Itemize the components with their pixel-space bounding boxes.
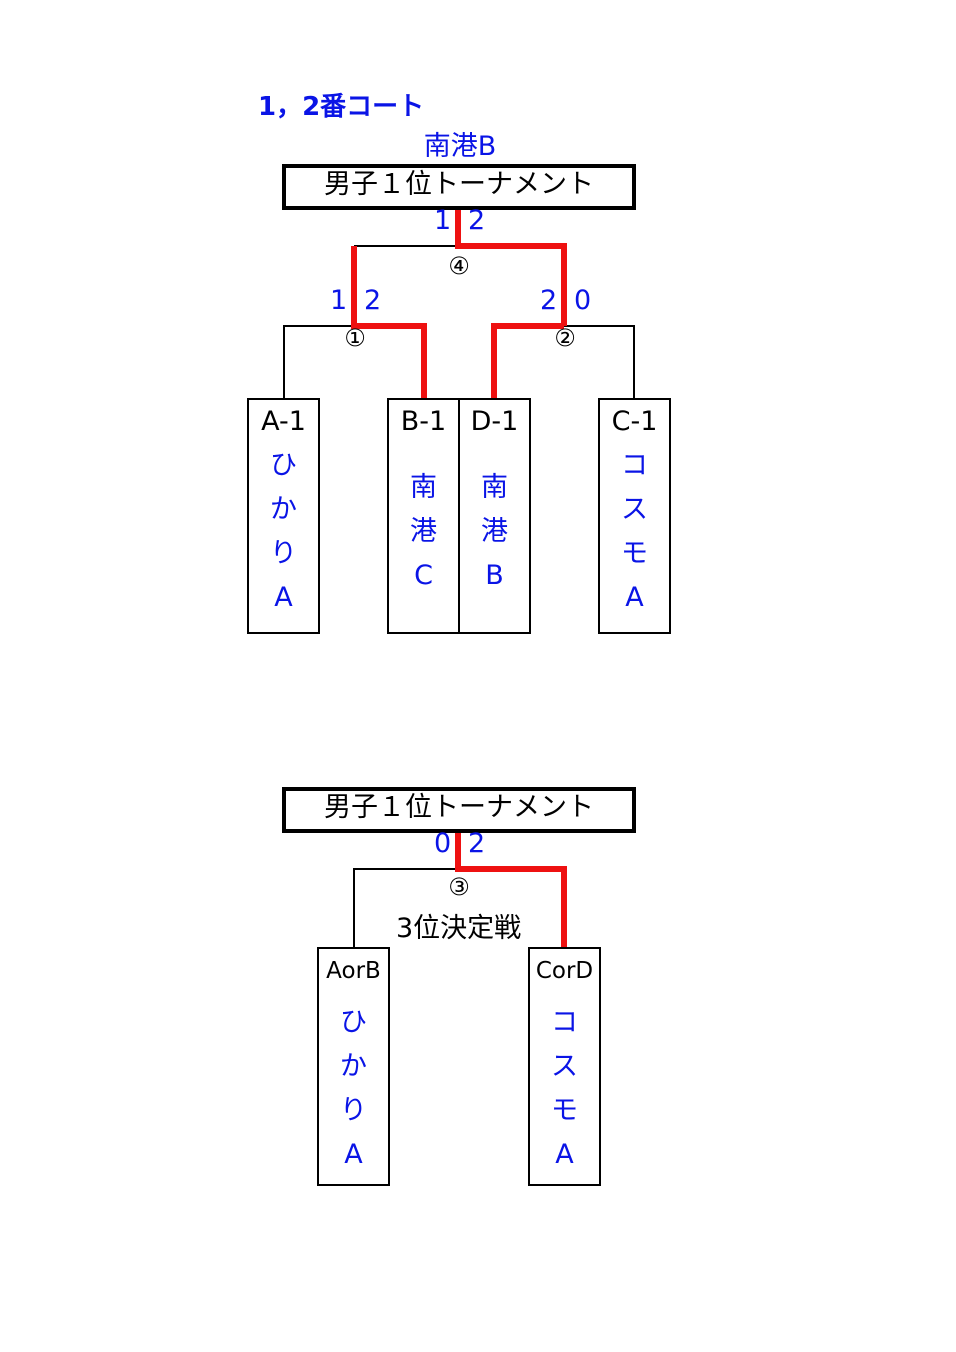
team-box-c1: C-1 コ ス モ A — [598, 398, 671, 634]
third-match-number: ③ — [448, 873, 470, 901]
third-win-path — [455, 829, 567, 948]
champion-name: 南港B — [423, 131, 497, 162]
third-left-branch — [353, 868, 458, 948]
team-name-char: 港 — [410, 516, 437, 547]
semi2-score-right: 0 — [574, 285, 592, 316]
team-name-char: 南 — [481, 472, 508, 503]
team-name: ひ か り A — [249, 444, 318, 620]
team-name-char: か — [270, 494, 297, 525]
team-name-char: モ — [551, 1095, 578, 1126]
team-box-aorb: AorB ひ か り A — [317, 947, 390, 1186]
team-name-char: ひ — [340, 1007, 367, 1038]
semi2-match-number: ② — [554, 324, 576, 352]
third-bracket-black-lines — [353, 868, 458, 948]
third-bracket-win-lines — [455, 829, 567, 948]
team-name-char: A — [344, 1139, 363, 1170]
team-name-char: ひ — [270, 450, 297, 481]
final-score-left: 1 — [434, 205, 452, 236]
team-name-char: 南 — [410, 472, 437, 503]
court-label: 1，2番コート — [258, 92, 425, 122]
team-seed: D-1 — [470, 406, 519, 437]
team-box-d1: D-1 南 港 B — [458, 398, 531, 634]
team-name: コ ス モ A — [600, 444, 669, 620]
third-bracket-title: 男子１位トーナメント — [282, 787, 636, 833]
team-name: 南 港 B — [460, 466, 529, 598]
semi2-right-branch — [564, 325, 635, 399]
team-name-char: ス — [551, 1051, 578, 1082]
team-name-char: コ — [551, 1007, 578, 1038]
team-name-char: B — [485, 560, 504, 591]
team-name-char: か — [340, 1051, 367, 1082]
semi2-score-left: 2 — [540, 285, 558, 316]
team-seed: A-1 — [261, 406, 306, 437]
third-place-label: 3位決定戦 — [396, 913, 522, 944]
team-name: コ ス モ A — [530, 1001, 599, 1177]
team-name-char: A — [625, 582, 644, 613]
team-box-cord: CorD コ ス モ A — [528, 947, 601, 1186]
team-name-char: A — [555, 1139, 574, 1170]
semi1-left-branch — [283, 325, 354, 399]
final-match-number: ④ — [448, 252, 470, 280]
semi1-score-left: 1 — [330, 285, 348, 316]
team-seed: CorD — [535, 958, 594, 984]
semi2-win-path — [491, 323, 564, 399]
team-name-char: C — [414, 560, 433, 591]
third-score-left: 0 — [434, 828, 452, 859]
team-seed: C-1 — [611, 406, 658, 437]
semi1-win-path — [351, 246, 427, 399]
semi1-score-right: 2 — [364, 285, 382, 316]
third-score-right: 2 — [468, 828, 486, 859]
team-name-char: 港 — [481, 516, 508, 547]
main-bracket-title: 男子１位トーナメント — [282, 164, 636, 210]
semi1-match-number: ① — [344, 324, 366, 352]
team-box-b1: B-1 南 港 C — [387, 398, 460, 634]
team-box-a1: A-1 ひ か り A — [247, 398, 320, 634]
team-seed: B-1 — [400, 406, 447, 437]
team-name-char: り — [270, 538, 297, 569]
final-win-path — [455, 206, 567, 326]
main-bracket-win-lines — [351, 206, 567, 399]
team-name-char: ス — [621, 494, 648, 525]
final-score-right: 2 — [468, 205, 486, 236]
team-name-char: コ — [621, 450, 648, 481]
team-name-char: り — [340, 1095, 367, 1126]
team-seed: AorB — [326, 958, 381, 984]
team-name: ひ か り A — [319, 1001, 388, 1177]
team-name-char: モ — [621, 538, 648, 569]
team-name-char: A — [274, 582, 293, 613]
team-name: 南 港 C — [389, 466, 458, 598]
main-bracket-black-lines — [283, 245, 635, 399]
